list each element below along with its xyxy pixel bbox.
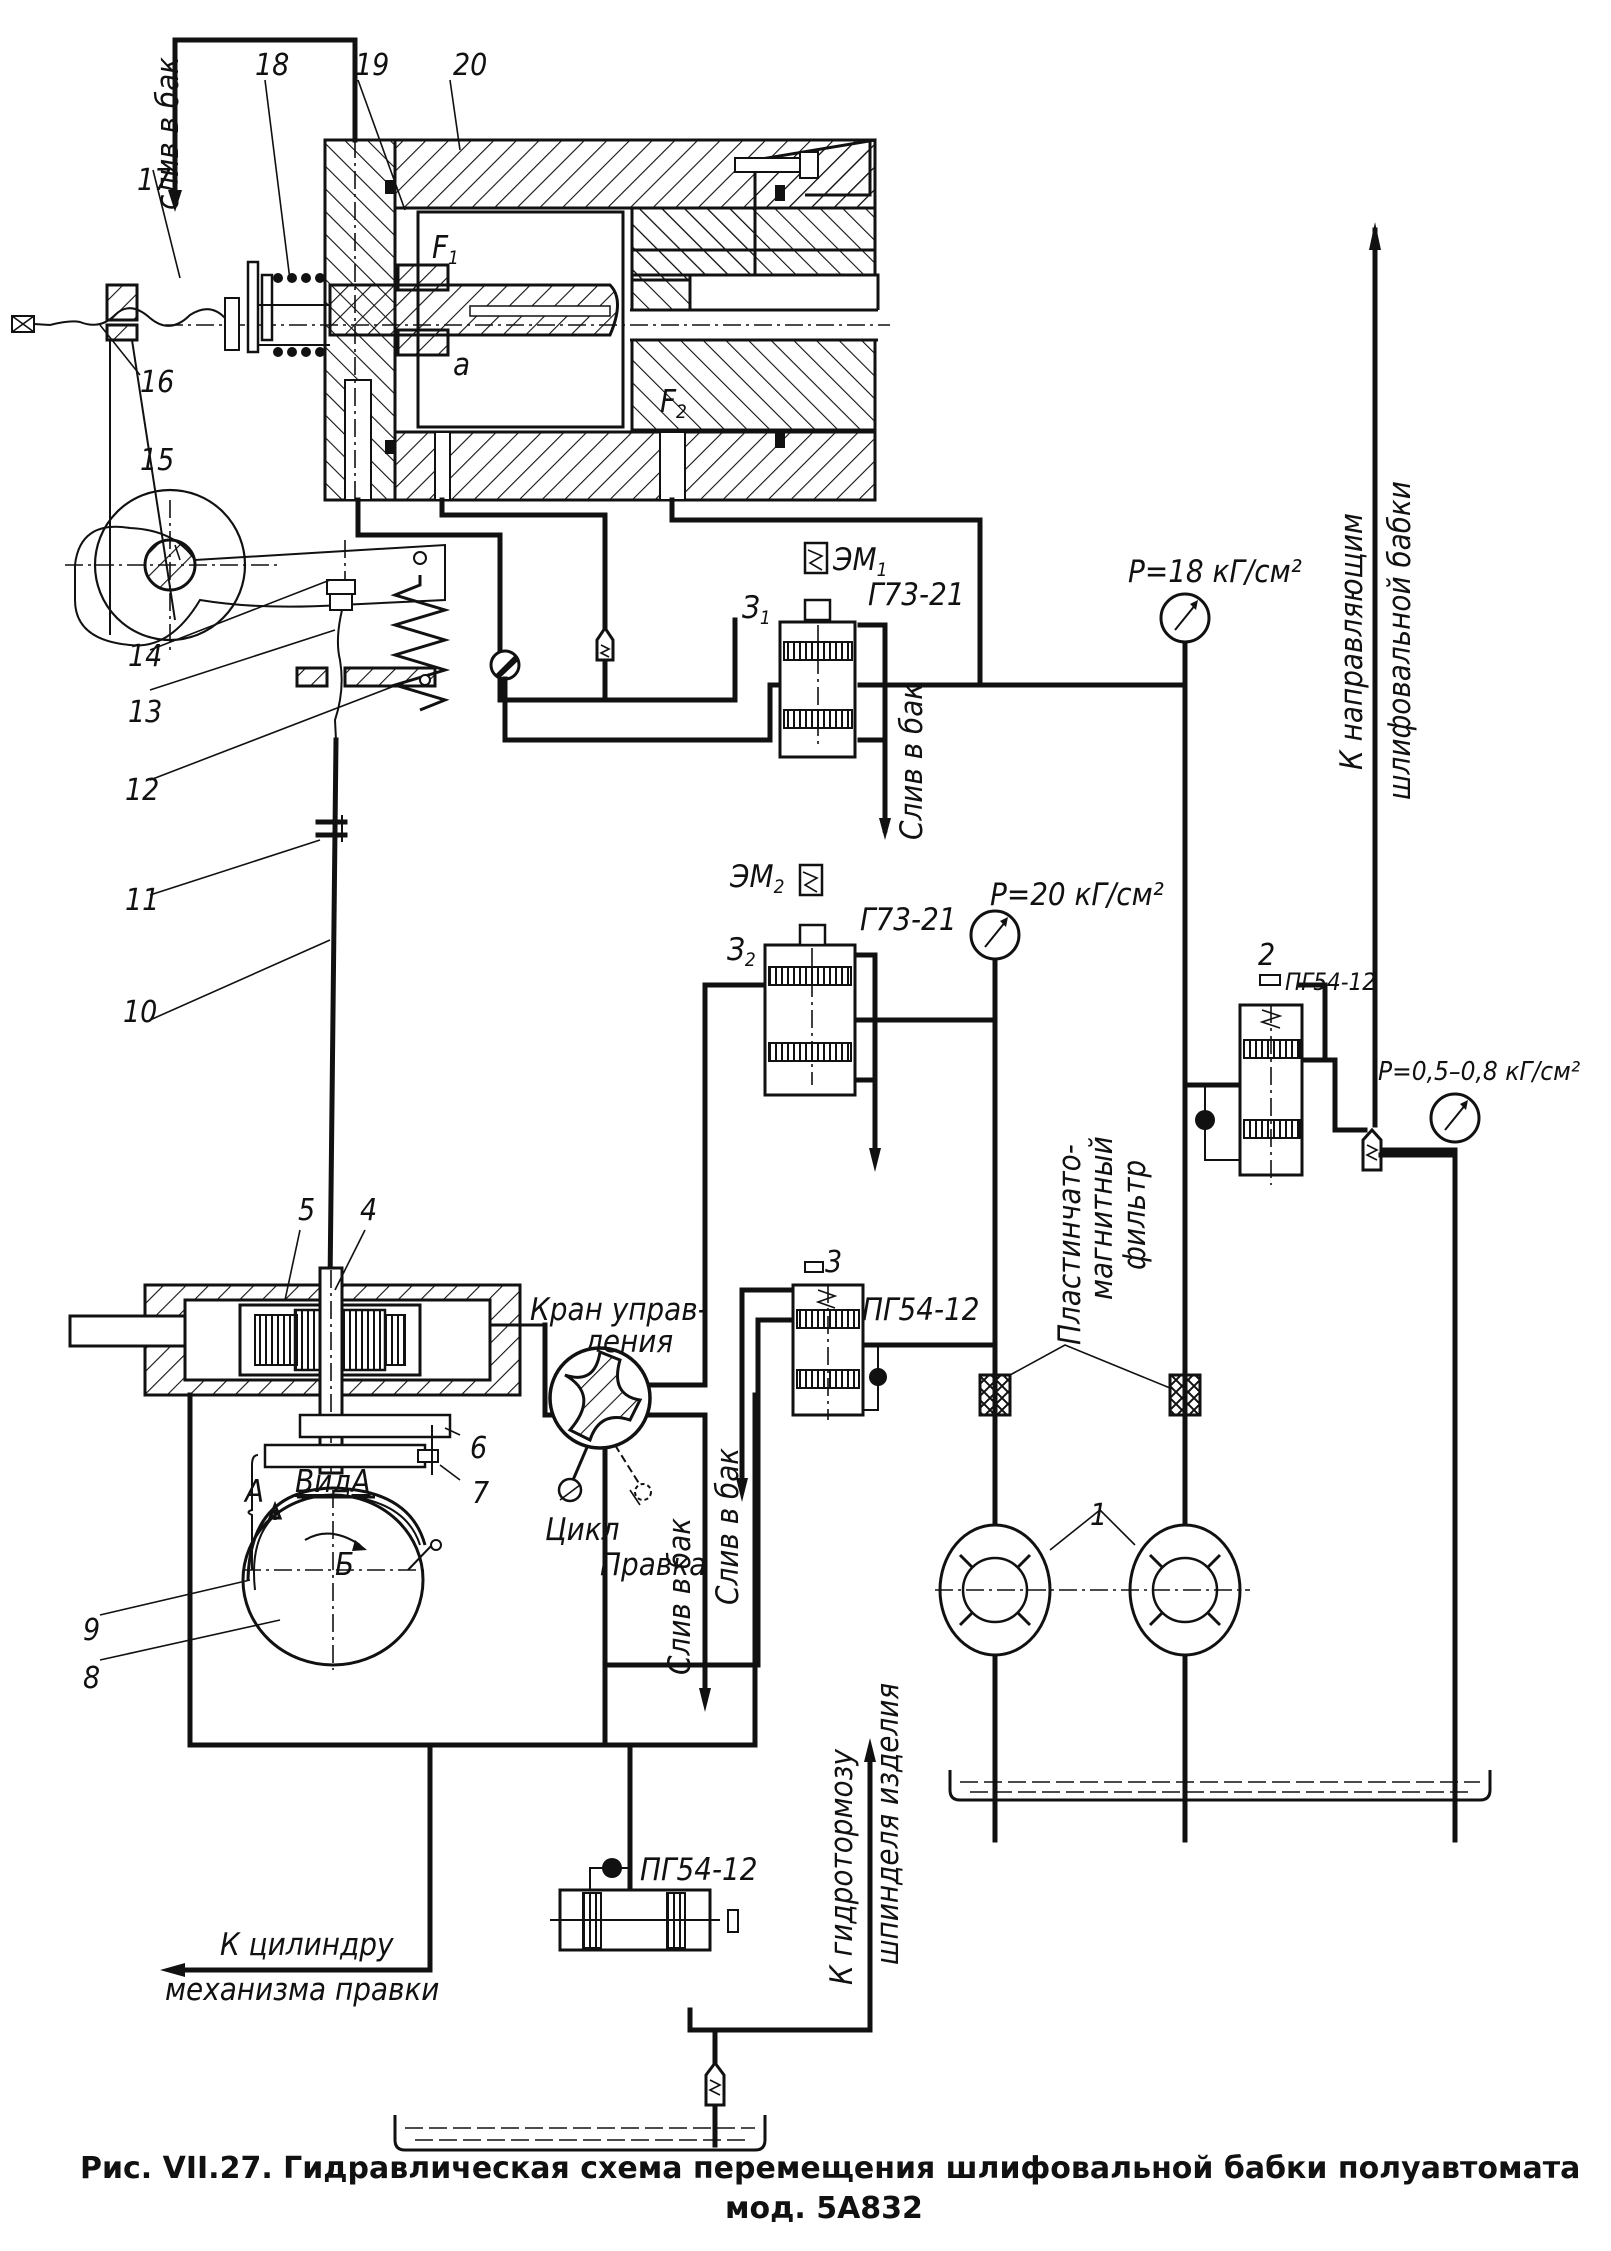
pressure-gauge-18 bbox=[1159, 592, 1211, 644]
z2-model-label: Г73-21 bbox=[860, 902, 957, 938]
to-cylinder-label-1: К цилиндру bbox=[220, 1927, 394, 1963]
part-number-19: 19 bbox=[355, 48, 389, 83]
gauge-18-label: Р=18 кГ/см² bbox=[1128, 554, 1302, 590]
relief-valve-bottom-model: ПГ54-12 bbox=[640, 1852, 758, 1888]
drain-z1-label: Слив в бак bbox=[894, 683, 930, 840]
control-tap-label-2: ления bbox=[584, 1324, 673, 1360]
relief-valve-2-model: ПГ54-12 bbox=[1285, 968, 1376, 996]
part-number-1: 1 bbox=[1090, 1498, 1107, 1533]
z1-model-label: Г73-21 bbox=[868, 577, 965, 613]
tap-handle-cycle[interactable] bbox=[571, 1444, 590, 1481]
part-number-8: 8 bbox=[83, 1661, 100, 1696]
z1-label: З1 bbox=[742, 590, 771, 629]
mode-cycle-label[interactable]: Цикл bbox=[545, 1512, 620, 1548]
part-number-13: 13 bbox=[128, 695, 162, 730]
spring-17 bbox=[273, 273, 325, 357]
back-pressure-valve bbox=[1361, 1127, 1458, 1172]
to-brake-label-1: К гидротормозу bbox=[824, 1749, 860, 1985]
part-number-9: 9 bbox=[83, 1613, 100, 1648]
control-tap-label-1: Кран управ- bbox=[530, 1292, 708, 1328]
part-number-3: 3 bbox=[825, 1245, 842, 1280]
figure-caption-line1: Рис. VII.27. Гидравлическая схема переме… bbox=[80, 2151, 1580, 2186]
drain-tap-label-1: Слив в бак bbox=[662, 1518, 698, 1675]
to-brake-label-2: шпинделя изделия bbox=[870, 1683, 906, 1965]
tank-bottom bbox=[393, 2115, 767, 2152]
filter-label-2: магнитный bbox=[1084, 1136, 1120, 1300]
solenoid-em2 bbox=[798, 863, 824, 897]
to-guides-label-1: К направляющим bbox=[1334, 513, 1370, 770]
part-number-18: 18 bbox=[255, 48, 289, 83]
part-number-4: 4 bbox=[360, 1193, 377, 1228]
z2-label: З2 bbox=[727, 932, 756, 971]
relief-valve-3 bbox=[791, 1261, 887, 1420]
cam-band-9 bbox=[246, 1486, 427, 1581]
control-tap[interactable] bbox=[548, 1346, 652, 1503]
tap-handle-dressing[interactable] bbox=[614, 1444, 641, 1486]
gauge-low-label: Р=0,5–0,8 кГ/см² bbox=[1378, 1057, 1580, 1087]
part-number-10: 10 bbox=[123, 995, 157, 1030]
rod-end-assembly bbox=[11, 260, 330, 635]
relief-valve-bottom bbox=[550, 1858, 739, 2107]
part-number-15: 15 bbox=[140, 443, 174, 478]
gear-6 bbox=[298, 1413, 452, 1439]
check-valve-ball bbox=[489, 649, 798, 743]
cam-assembly bbox=[241, 1413, 452, 1670]
relief-valve-3-model: ПГ54-12 bbox=[862, 1292, 980, 1328]
cylinder-wall-bottom bbox=[393, 430, 877, 502]
area-f2-label: F2 bbox=[660, 384, 687, 423]
part-number-20: 20 bbox=[453, 48, 487, 83]
solenoid-valve-z2 bbox=[763, 863, 857, 1097]
part-number-2: 2 bbox=[1258, 938, 1275, 973]
spring-check-valve bbox=[595, 625, 615, 662]
rod-10 bbox=[315, 737, 348, 1288]
lever-15 bbox=[65, 488, 451, 741]
part-number-12: 12 bbox=[125, 773, 159, 808]
drain-tap-label-2: Слив в бак bbox=[710, 1448, 746, 1605]
drain-top-label: слив в бак bbox=[150, 57, 186, 210]
filter-left bbox=[978, 1373, 1012, 1417]
to-cylinder-label-2: механизма правки bbox=[165, 1972, 439, 2008]
feed-cylinder bbox=[165, 138, 890, 502]
part-number-6: 6 bbox=[470, 1431, 487, 1466]
gauge-20-label: Р=20 кГ/см² bbox=[990, 877, 1164, 913]
part-number-7: 7 bbox=[472, 1476, 489, 1511]
part-number-16: 16 bbox=[140, 365, 174, 400]
part-number-14: 14 bbox=[128, 639, 162, 674]
tank-right bbox=[948, 1770, 1492, 1802]
area-f1-label: F1 bbox=[432, 230, 459, 269]
relief-valve-2 bbox=[1195, 974, 1304, 1185]
to-guides-label-2: шлифовальной бабки bbox=[1382, 481, 1418, 800]
feed-control-valve-4 bbox=[68, 1266, 545, 1475]
mode-dressing-label[interactable]: Правка bbox=[600, 1547, 706, 1583]
leader-lines bbox=[99, 79, 641, 1661]
part-number-11: 11 bbox=[125, 883, 159, 918]
solenoid-em1 bbox=[803, 541, 829, 575]
part-number-5: 5 bbox=[298, 1193, 315, 1228]
solenoid-valve-z1 bbox=[778, 541, 857, 759]
hydraulic-lines bbox=[160, 37, 1458, 2148]
point-a-label: a bbox=[453, 347, 470, 383]
pressure-gauge-20 bbox=[969, 909, 1021, 961]
pressure-gauge-low bbox=[1429, 1092, 1481, 1144]
mark-b-label: Б bbox=[335, 1547, 354, 1583]
part-number-17: 17 bbox=[137, 163, 171, 198]
filter-right bbox=[1168, 1373, 1202, 1417]
figure-caption-line2: мод. 5А832 bbox=[725, 2191, 923, 2226]
arrow-a-label: А bbox=[243, 1474, 264, 1510]
view-a-label: ВидА bbox=[295, 1464, 371, 1500]
filter-label-1: Пластинчато- bbox=[1052, 1144, 1088, 1345]
em1-label: ЭМ1 bbox=[832, 542, 887, 581]
em2-label: ЭМ2 bbox=[729, 859, 784, 898]
filter-label-3: фильтр bbox=[1117, 1160, 1153, 1270]
